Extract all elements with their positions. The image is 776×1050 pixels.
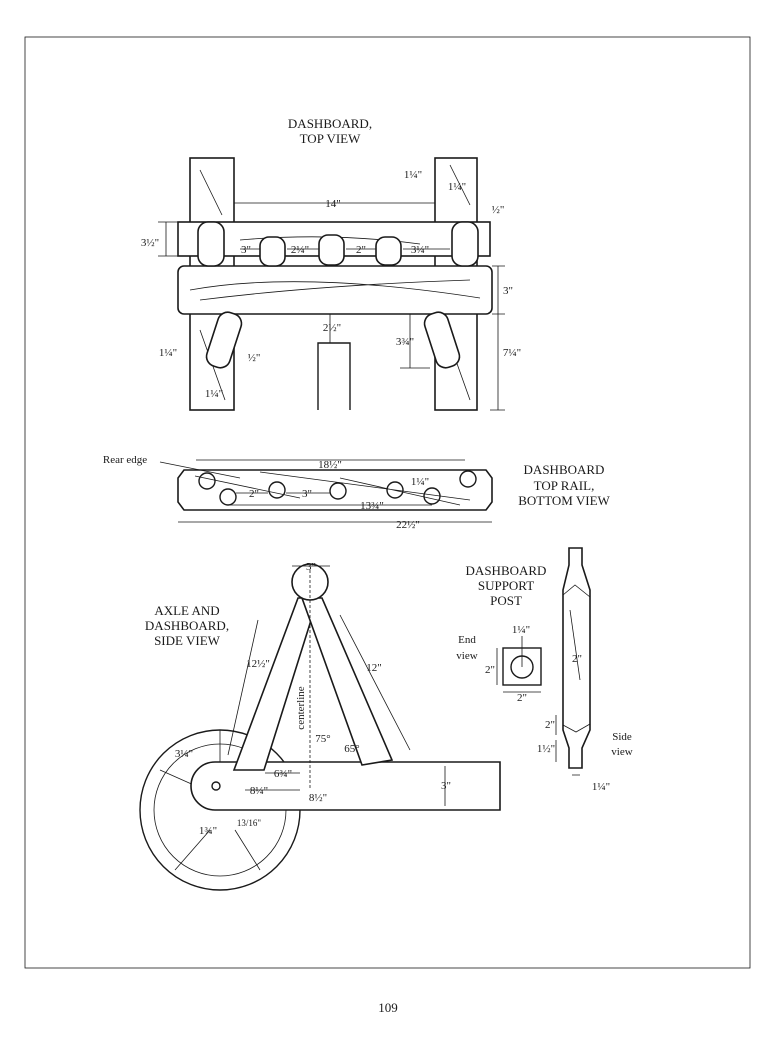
front-rail [177,265,493,315]
leg [423,311,461,369]
dim-label: 12" [366,662,382,674]
dim-label: 22½" [396,519,420,531]
dim-label: 2" [485,664,495,676]
peg [375,236,402,266]
top-view-drawing [158,157,505,411]
page-frame [24,36,751,969]
dim-label: 2" [249,488,259,500]
dim-label: 2½" [323,322,341,334]
dim-label: 8½" [309,792,327,804]
centerline-label: centerline [295,686,307,729]
side-view-label: view [611,746,632,758]
dim-label: 13¾" [360,500,384,512]
support-post-labels: DASHBOARD SUPPORT POST End view 1¼" 2" 2… [456,563,632,793]
dim-label: 2" [572,653,582,665]
peg [197,221,225,267]
dim-label: 13/16" [237,818,262,828]
dim-label: 1¼" [448,181,466,193]
drawing-stroke [555,584,591,776]
dim-label: 6¾" [274,768,292,780]
title-line: DASHBOARD, [145,618,229,633]
dim-label: 14" [325,198,341,210]
dim-label: 8¼" [250,785,268,797]
drawing-stroke [178,459,492,523]
dim-label: 1¼" [205,388,223,400]
dim-label: 1¼" [411,476,429,488]
dim-label: 1¼" [159,347,177,359]
dim-label: 2" [517,692,527,704]
title-line: DASHBOARD [466,563,547,578]
dim-label: ½" [248,352,261,364]
dim-label: 3¼" [411,244,429,256]
dim-label: 1¼" [404,169,422,181]
title-line: BOTTOM VIEW [518,493,610,508]
drawing-stroke [386,481,404,499]
drawing-stroke [198,472,216,490]
dim-label: 3¾" [396,336,414,348]
dim-label: 7¼" [503,347,521,359]
title-line: AXLE AND [154,603,219,618]
drawing-stroke [159,730,281,871]
bottom-view-labels: Rear edge 18½" 2" 3" 13¾" 1¼" 22½" DASHB… [103,454,611,531]
title-line: TOP RAIL, [534,478,595,493]
side-view-drawing [139,563,501,891]
drawing-stroke [317,342,351,410]
support-post-drawing [496,547,591,776]
page-number: 109 [378,1000,398,1015]
title-line: TOP VIEW [300,131,362,146]
drawing-stroke [227,565,446,806]
drawing-stroke [459,470,477,488]
top-rail [177,469,493,511]
dim-label: 3" [503,285,513,297]
dim-label: ½" [492,204,505,216]
dim-label: 65° [344,743,359,755]
peg [259,236,286,267]
title-line: SUPPORT [478,578,534,593]
leg [205,311,243,369]
dim-label: 2" [356,244,366,256]
drawing-stroke [423,487,441,505]
dim-label: 3½" [141,237,159,249]
drawing-stroke [496,636,541,693]
dim-label: 18½" [318,459,342,471]
dim-label: 3" [302,488,312,500]
end-view-label: view [456,650,477,662]
dim-label: 2" [545,719,555,731]
axle-beam [190,761,501,811]
drawing-stroke [268,481,286,499]
rear-edge-label: Rear edge [103,454,147,466]
peg [318,234,345,266]
drawing-stroke [158,202,505,411]
peg [451,221,479,267]
drawing-stroke [159,461,471,506]
dim-label: 3" [441,780,451,792]
title-line: DASHBOARD [524,462,605,477]
left-brace [232,597,320,771]
bottom-view-drawing [159,459,493,523]
title-line: DASHBOARD, [288,116,372,131]
end-view-label: End [458,634,476,646]
dim-label: 1½" [537,743,555,755]
dim-label: 1¼" [592,781,610,793]
top-view-labels: DASHBOARD, TOP VIEW 14" 1¼" 1¼" ½" 3½" 3… [141,116,521,400]
side-view-labels: AXLE AND DASHBOARD, SIDE VIEW 3" 12½" 12… [145,561,451,837]
title-line: POST [490,593,522,608]
dim-label: 12½" [246,658,270,670]
dim-label: 1¾" [199,825,217,837]
dim-label: 3" [306,561,316,573]
drawing-stroke [329,482,347,500]
dim-label: 2¼" [291,244,309,256]
side-view-label: Side [612,731,632,743]
title-line: SIDE VIEW [154,633,221,648]
drawing-stroke [211,781,221,791]
dim-label: 3¼" [175,748,193,760]
dim-label: 3" [241,244,251,256]
dim-label: 1¼" [512,624,530,636]
dim-label: 75° [315,733,330,745]
